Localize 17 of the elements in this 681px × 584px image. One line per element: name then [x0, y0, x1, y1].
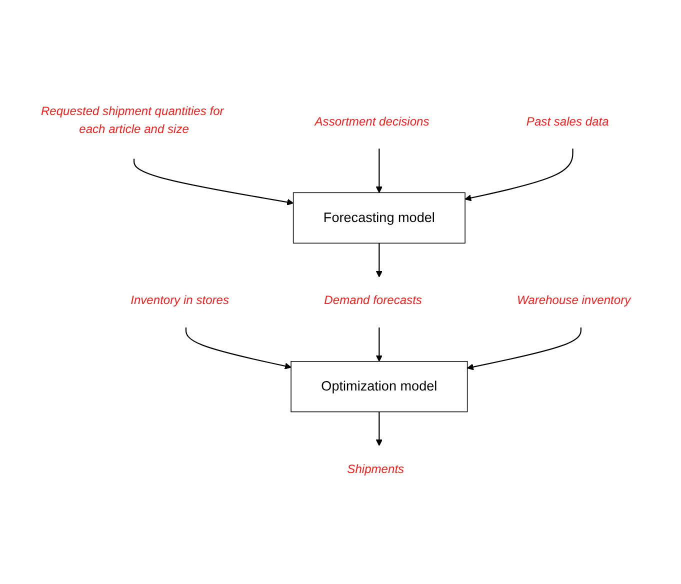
arrow	[133, 158, 294, 206]
node-text: Assortment decisions	[314, 115, 430, 128]
arrow	[467, 327, 582, 370]
arrow	[464, 148, 574, 202]
node-text: Past sales data	[526, 115, 609, 128]
arrow	[185, 327, 292, 370]
node-text: Warehouse inventory	[517, 294, 631, 308]
arrow	[376, 412, 382, 446]
arrow	[376, 243, 382, 278]
node-box: Forecasting model	[292, 192, 466, 244]
arrow	[376, 327, 382, 362]
node-box: Optimization model	[290, 360, 468, 412]
node-text: Inventory in stores	[130, 294, 230, 308]
node-text: Shipments	[347, 462, 404, 476]
arrow	[376, 148, 382, 193]
node-text: Requested shipment quantities for each article and size	[40, 105, 224, 136]
node-text: Demand forecasts	[324, 294, 422, 308]
